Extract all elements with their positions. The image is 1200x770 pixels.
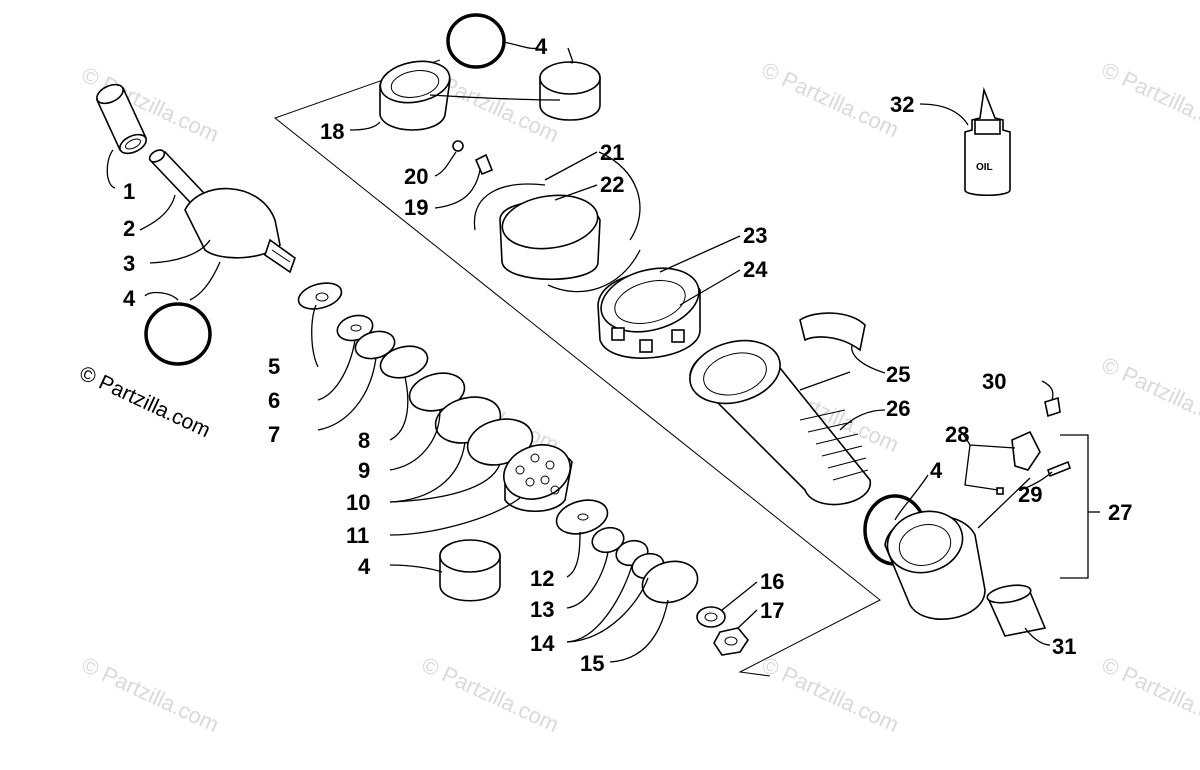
callout-1: 1 xyxy=(123,179,135,204)
watermark-text: © Partzilla.com xyxy=(1098,352,1200,437)
callout-25: 25 xyxy=(886,362,910,387)
callout-16: 16 xyxy=(760,569,784,594)
part-23-24-spring-collar xyxy=(597,267,701,359)
callout-4-left: 4 xyxy=(123,286,136,311)
watermark-text: © Partzilla.com xyxy=(418,652,563,737)
callout-19: 19 xyxy=(404,195,428,220)
watermark-text: © Partzilla.com xyxy=(1098,57,1200,142)
washers-12-15 xyxy=(555,499,699,604)
callout-18: 18 xyxy=(320,119,344,144)
part-16-17-washer-nut xyxy=(696,606,749,656)
callout-24: 24 xyxy=(743,257,768,282)
assembly-bracket-line xyxy=(273,59,881,677)
callouts: 1 2 3 4 4 4 4 5 6 7 8 9 10 11 12 13 14 1… xyxy=(123,34,1132,676)
callout-13: 13 xyxy=(530,597,554,622)
callout-22: 22 xyxy=(600,172,624,197)
callout-9: 9 xyxy=(358,458,370,483)
part-26-spring xyxy=(689,339,871,506)
part-21-22-rings xyxy=(473,183,641,293)
callout-28: 28 xyxy=(945,422,969,447)
callout-8: 8 xyxy=(358,428,370,453)
callout-5: 5 xyxy=(268,354,280,379)
part-2-3-shaft-body xyxy=(148,149,296,274)
part-4-band-lower xyxy=(439,539,501,602)
part-19-valve xyxy=(474,153,494,176)
callout-6: 6 xyxy=(268,388,280,413)
washers-5-9 xyxy=(297,282,534,466)
callout-4-lower: 4 xyxy=(358,554,371,579)
part-28-29-30-valve xyxy=(996,396,1071,495)
callout-20: 20 xyxy=(404,164,428,189)
callout-26: 26 xyxy=(886,396,910,421)
callout-30: 30 xyxy=(982,369,1006,394)
callout-7: 7 xyxy=(268,422,280,447)
watermark-text: © Partzilla.com xyxy=(78,652,223,737)
part-27-lower-body xyxy=(884,510,986,620)
oil-label: OIL xyxy=(976,162,993,173)
watermark-text: © Partzilla.com xyxy=(758,57,903,142)
part-1-bushing xyxy=(95,83,148,155)
callout-14: 14 xyxy=(530,631,555,656)
callout-12: 12 xyxy=(530,566,554,591)
leader-lines xyxy=(106,41,1100,663)
part-25-spacer xyxy=(799,312,866,352)
callout-21: 21 xyxy=(600,140,624,165)
callout-32: 32 xyxy=(890,92,914,117)
part-20-small-o-ring xyxy=(452,140,464,152)
callout-4-right: 4 xyxy=(930,458,943,483)
part-11-piston xyxy=(503,444,573,512)
callout-11: 11 xyxy=(346,523,369,548)
callout-29: 29 xyxy=(1018,482,1042,507)
callout-15: 15 xyxy=(580,651,604,676)
callout-23: 23 xyxy=(743,223,767,248)
callout-17: 17 xyxy=(760,598,784,623)
part-31-bushing xyxy=(986,584,1047,637)
watermark-text: © Partzilla.com xyxy=(1098,652,1200,737)
callout-2: 2 xyxy=(123,216,135,241)
callout-4-top: 4 xyxy=(535,34,548,59)
watermark-text-dark: © Partzilla.com xyxy=(76,362,214,443)
callout-10: 10 xyxy=(346,490,370,515)
part-4-band-top xyxy=(539,61,601,121)
callout-31: 31 xyxy=(1052,634,1076,659)
part-18-cap xyxy=(379,60,451,131)
callout-27: 27 xyxy=(1108,500,1132,525)
part-4-o-ring-left xyxy=(144,302,212,366)
watermark-text: © Partzilla.com xyxy=(758,652,903,737)
callout-3: 3 xyxy=(123,251,135,276)
part-4-o-ring-top xyxy=(446,13,506,69)
part-32-oil-bottle: OIL xyxy=(964,86,1011,197)
